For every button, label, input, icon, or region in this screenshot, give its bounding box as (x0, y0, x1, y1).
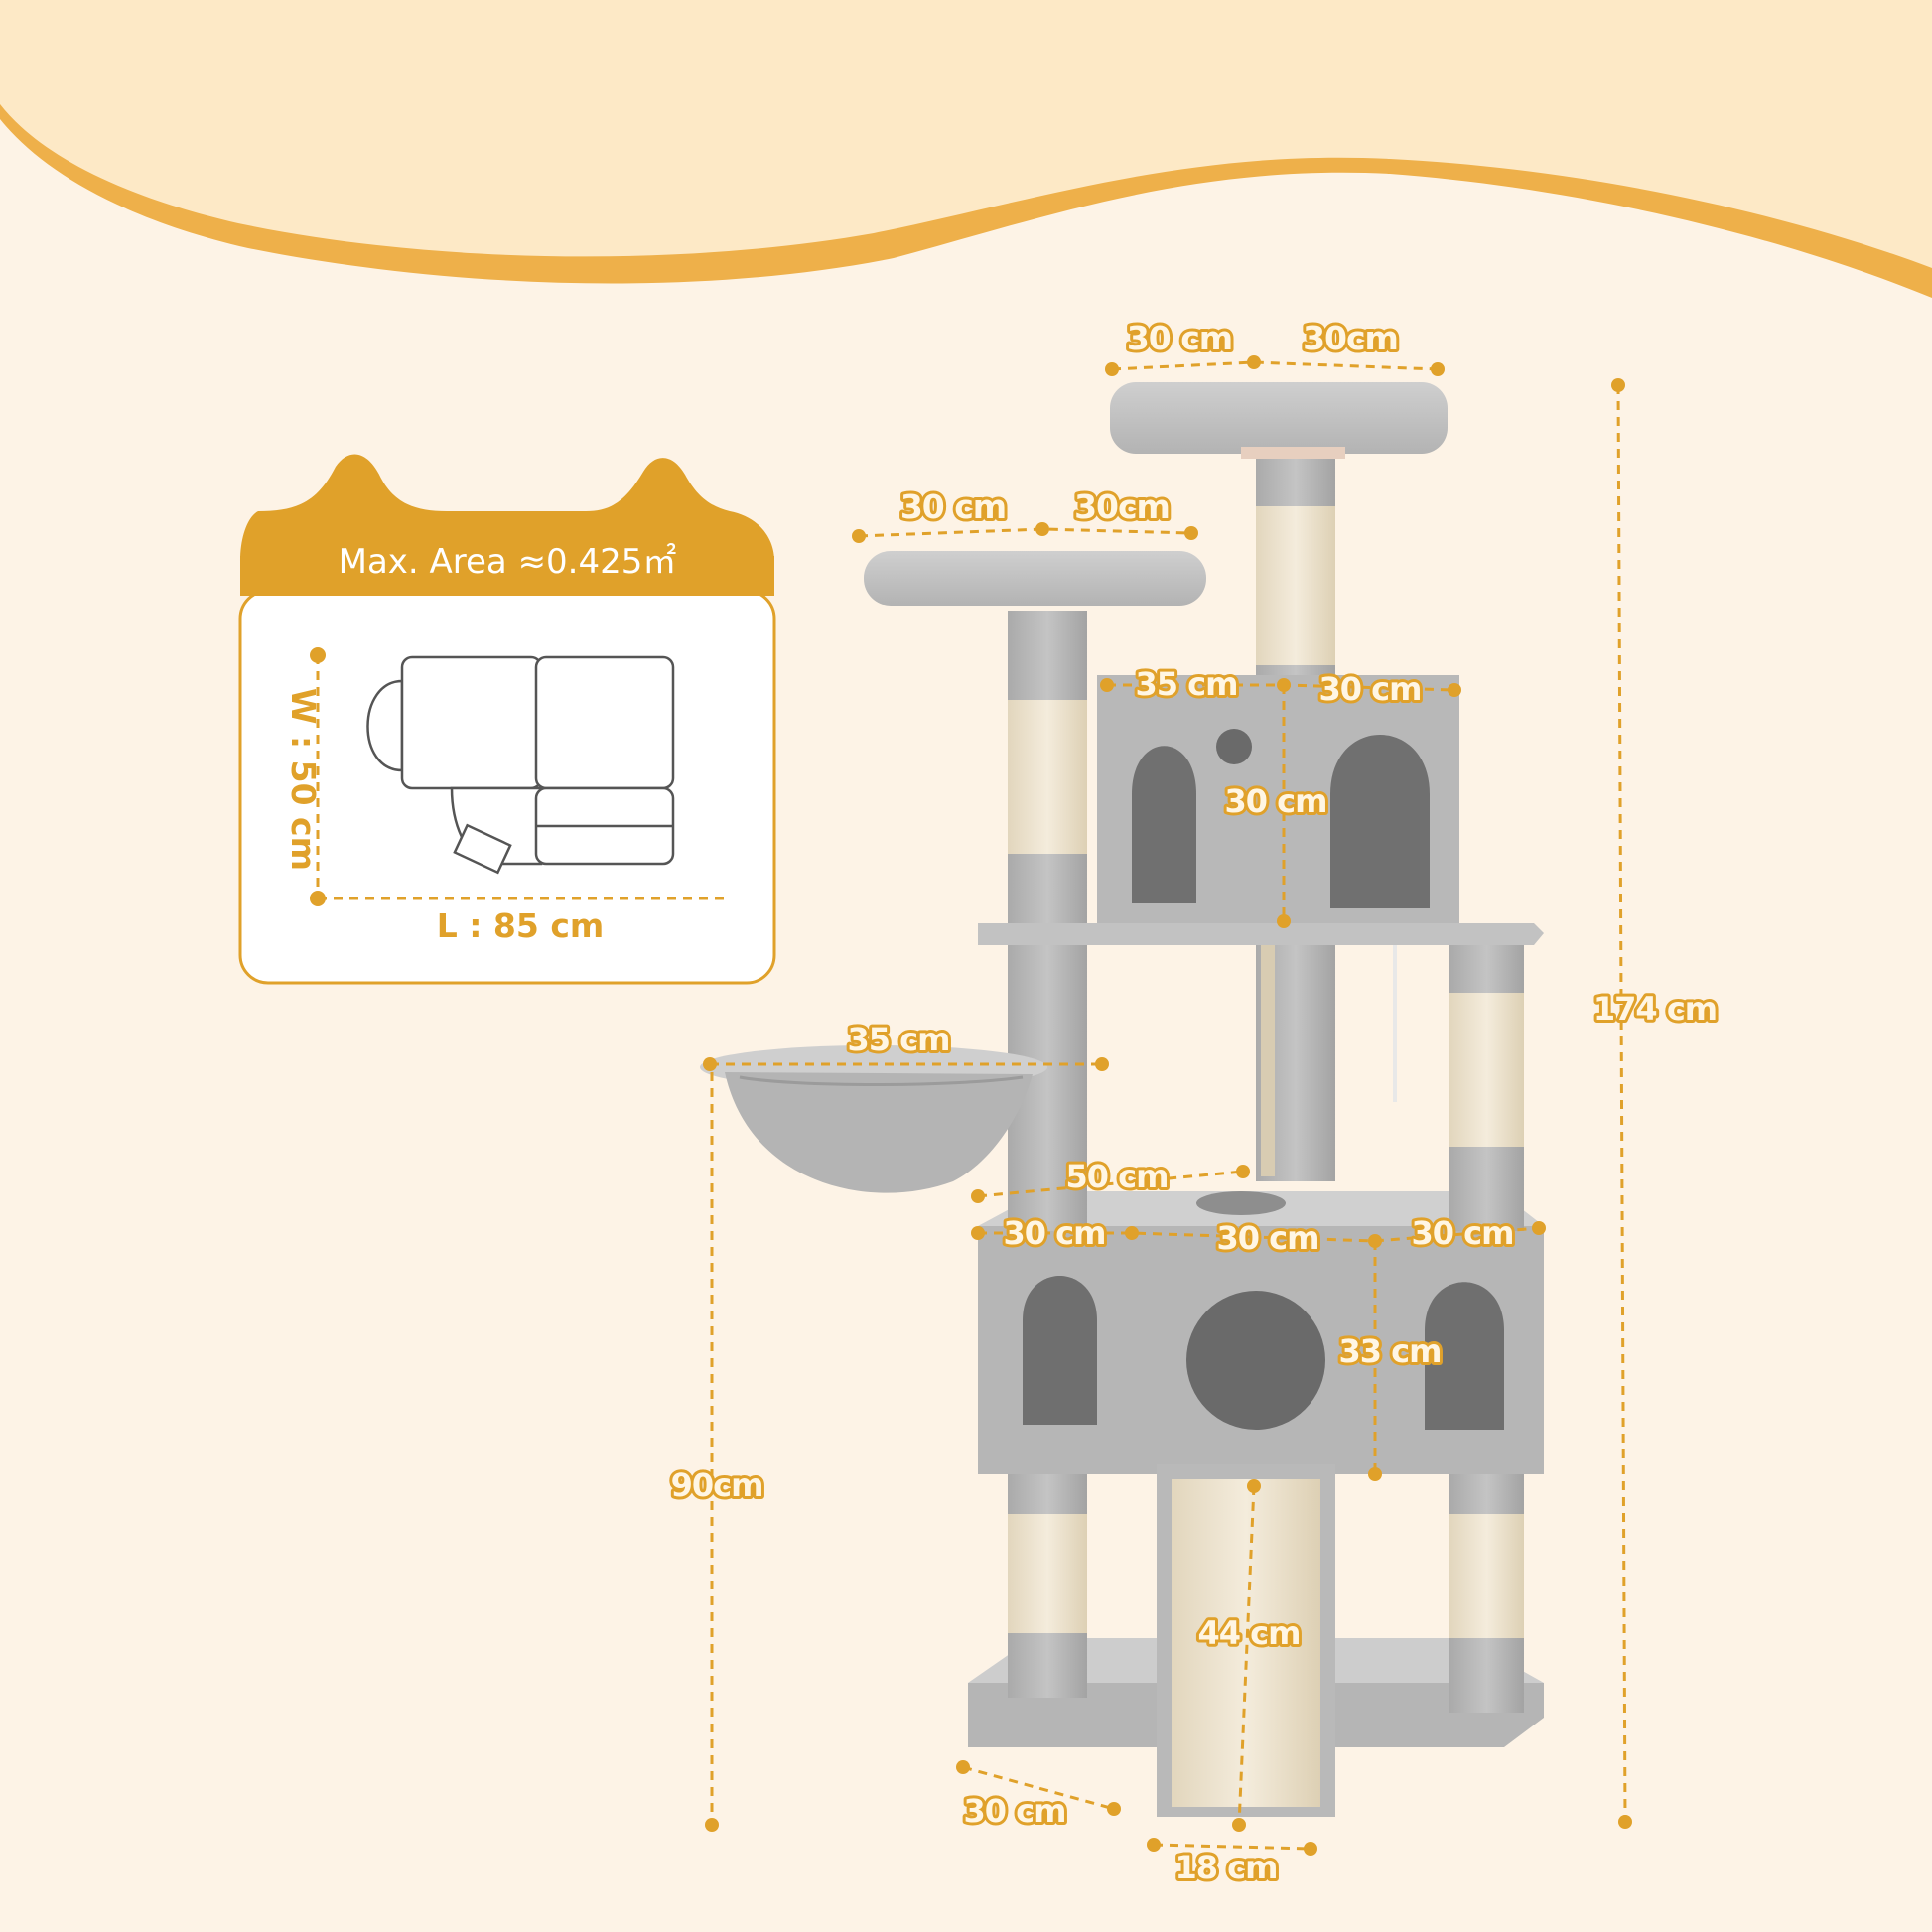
width-label: W : 50 cm (284, 688, 323, 871)
cat-tree-illustration (700, 382, 1544, 1817)
dim-basket: 35 cm (848, 1021, 950, 1058)
dim-lower-left: 30 cm (1004, 1214, 1106, 1252)
dim-top-perch-left: 30 cm (1127, 319, 1232, 357)
dim-base-depth: 30 cm (964, 1792, 1066, 1830)
dim-lower-right: 30 cm (1412, 1214, 1514, 1252)
length-label: L : 85 cm (437, 906, 605, 945)
dim-top-perch-right: 30cm (1303, 319, 1398, 357)
dim-mid-perch-left: 30 cm (900, 487, 1006, 526)
dim-overall-height: 174 cm (1593, 990, 1717, 1028)
dim-condo-top-height: 30 cm (1225, 782, 1327, 820)
dim-condo-top-width: 35 cm (1136, 665, 1238, 703)
area-title: Max. Area ≈0.425㎡ (339, 542, 677, 582)
dim-ramp-length: 44 cm (1198, 1614, 1301, 1652)
dim-ramp-width: 18 cm (1175, 1849, 1278, 1886)
dim-lower-mid: 30 cm (1217, 1219, 1319, 1257)
dim-lower-top: 50 cm (1066, 1158, 1169, 1195)
dim-mid-perch-right: 30cm (1074, 487, 1170, 526)
dimension-annotations: 30 cm 30cm 30 cm 30cm 35 cm 30 cm 30 cm … (668, 316, 1722, 1889)
footprint-icon (366, 655, 675, 875)
header-wave (0, 0, 1932, 298)
dim-condo-top-depth: 30 cm (1319, 670, 1422, 708)
dim-basket-height: 90cm (671, 1466, 763, 1504)
area-card: Max. Area ≈0.425㎡ W : 50 cm L : 85 cm (238, 454, 776, 985)
dim-lower-height: 33 cm (1339, 1332, 1442, 1370)
